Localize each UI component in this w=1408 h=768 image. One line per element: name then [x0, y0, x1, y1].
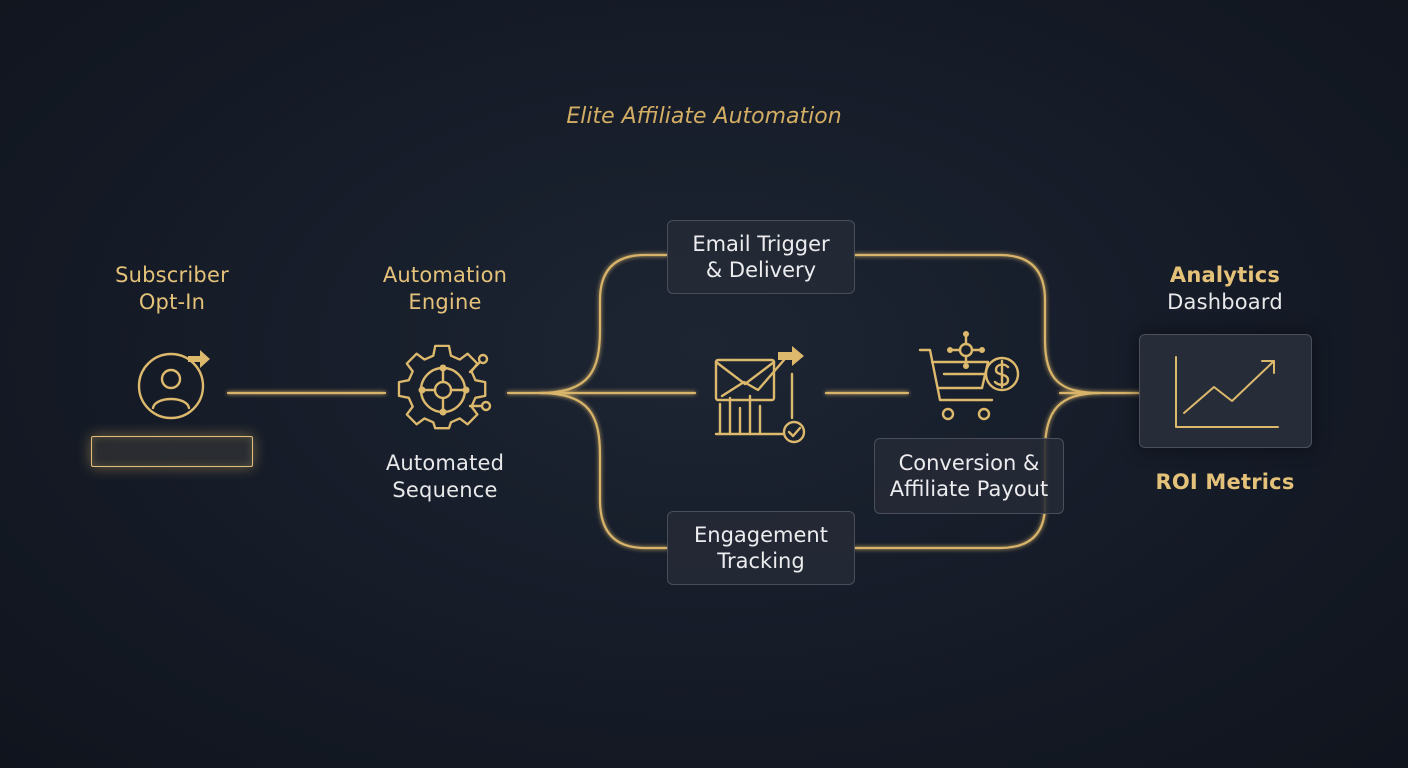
- subscriber-label: Subscriber Opt-In: [115, 263, 229, 314]
- sequence-label: Automated Sequence: [385, 451, 505, 502]
- branch-bottom: [538, 391, 669, 550]
- conversion-payout-card[interactable]: Conversion & Affiliate Payout: [874, 438, 1064, 514]
- diagram-title: Elite Affiliate Automation: [566, 104, 842, 129]
- merge-top: [853, 253, 1102, 395]
- analytics-label: Analytics Dashboard: [1167, 263, 1283, 314]
- gear-network-icon: [397, 344, 492, 434]
- cart-dollar-icon: [918, 330, 1024, 430]
- roi-metrics-label: ROI Metrics: [1155, 470, 1295, 494]
- branch-top: [538, 253, 669, 395]
- analytics-dashboard-card[interactable]: [1139, 334, 1312, 448]
- trend-chart-icon: [1170, 353, 1282, 431]
- engagement-tracking-card[interactable]: Engagement Tracking: [667, 511, 855, 585]
- envelope-chart-icon: [712, 346, 810, 446]
- engine-label: Automation Engine: [382, 263, 508, 314]
- email-trigger-card[interactable]: Email Trigger & Delivery: [667, 220, 855, 294]
- optin-input-field[interactable]: [91, 436, 253, 467]
- user-arrow-icon: [136, 348, 212, 420]
